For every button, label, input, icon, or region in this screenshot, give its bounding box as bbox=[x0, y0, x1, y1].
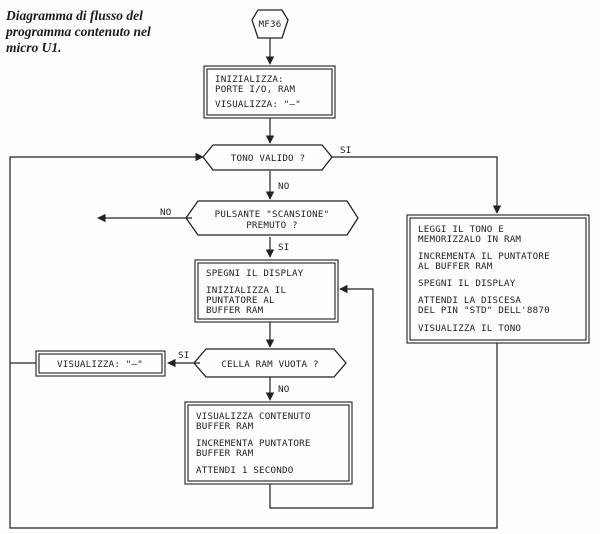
branch-label-yes: SI bbox=[340, 145, 351, 156]
show-buffer-process: VISUALIZZA CONTENUTO BUFFER RAM INCREMEN… bbox=[184, 401, 353, 485]
decision-label: PULSANTE "SCANSIONE" bbox=[215, 209, 330, 220]
process-line: BUFFER RAM bbox=[196, 421, 254, 432]
decision-hexagon bbox=[193, 348, 347, 378]
process-line: INCREMENTA IL PUNTATORE bbox=[418, 251, 550, 262]
scan-button-decision: PULSANTE "SCANSIONE" PREMUTO ? bbox=[185, 200, 359, 236]
init-process: INIZIALIZZA: PORTE I/O, RAM VISUALIZZA: … bbox=[203, 65, 336, 119]
tone-valid-decision: TONO VALIDO ? bbox=[202, 144, 333, 171]
process-line: SPEGNI IL DISPLAY bbox=[418, 278, 516, 289]
process-line: BUFFER RAM bbox=[196, 448, 254, 459]
process-line: ATTENDI LA DISCESA bbox=[418, 295, 521, 306]
process-box-inner bbox=[197, 262, 336, 320]
display-off-process: SPEGNI IL DISPLAY INIZIALIZZA IL PUNTATO… bbox=[194, 259, 339, 323]
connector bbox=[269, 284, 374, 509]
cell-empty-decision: CELLA RAM VUOTA ? bbox=[193, 348, 347, 378]
init-line: VISUALIZZA: "–" bbox=[215, 99, 301, 110]
process-line: INIZIALIZZA IL bbox=[206, 285, 287, 296]
branch-label-no: NO bbox=[278, 181, 289, 192]
figure-caption: Diagramma di flusso del programma conten… bbox=[6, 8, 186, 56]
caption-line: micro U1. bbox=[6, 40, 62, 55]
branch-label-yes: SI bbox=[178, 350, 189, 361]
start-label: MF36 bbox=[259, 19, 282, 30]
process-line: MEMORIZZALO IN RAM bbox=[418, 234, 521, 245]
decision-label: TONO VALIDO ? bbox=[231, 153, 306, 164]
init-box-outer bbox=[203, 65, 336, 119]
show-dash-process: VISUALIZZA: "–" bbox=[35, 350, 166, 377]
process-box-outer bbox=[194, 259, 339, 323]
connector bbox=[9, 152, 204, 363]
process-box-inner bbox=[187, 404, 350, 482]
process-line: BUFFER RAM bbox=[206, 305, 264, 316]
process-line: SPEGNI IL DISPLAY bbox=[206, 268, 304, 279]
caption-line: programma contenuto nel bbox=[6, 24, 151, 39]
process-box-outer bbox=[406, 214, 590, 344]
decision-label: CELLA RAM VUOTA ? bbox=[221, 359, 318, 370]
process-line: INCREMENTA PUNTATORE bbox=[196, 438, 311, 449]
process-line: VISUALIZZA CONTENUTO bbox=[196, 411, 311, 422]
process-line: VISUALIZZA IL TONO bbox=[418, 323, 521, 334]
init-line: PORTE I/O, RAM bbox=[215, 84, 296, 95]
read-tone-process: LEGGI IL TONO E MEMORIZZALO IN RAM INCRE… bbox=[406, 214, 590, 344]
caption-line: Diagramma di flusso del bbox=[6, 8, 143, 23]
process-line: DEL PIN "STD" DELL'8870 bbox=[418, 305, 550, 316]
process-line: ATTENDI 1 SECONDO bbox=[196, 465, 293, 476]
decision-hexagon bbox=[202, 144, 333, 171]
process-line: PUNTATORE AL bbox=[206, 295, 275, 306]
connector bbox=[332, 156, 502, 214]
decision-label: PREMUTO ? bbox=[246, 220, 298, 231]
process-line: VISUALIZZA: "–" bbox=[57, 359, 143, 370]
process-box-inner bbox=[409, 217, 587, 341]
init-line: INIZIALIZZA: bbox=[215, 74, 284, 85]
branch-label-no: NO bbox=[278, 384, 289, 395]
process-line: AL BUFFER RAM bbox=[418, 261, 493, 272]
init-box-inner bbox=[206, 68, 333, 116]
start-node: MF36 bbox=[251, 9, 289, 39]
process-box-outer bbox=[184, 401, 353, 485]
process-line: LEGGI IL TONO E bbox=[418, 224, 504, 235]
decision-hexagon bbox=[185, 200, 359, 236]
process-box-outer bbox=[35, 350, 166, 377]
connector bbox=[9, 343, 498, 529]
process-box-inner bbox=[38, 353, 163, 374]
branch-label-yes: SI bbox=[278, 242, 289, 253]
branch-label-no: NO bbox=[160, 207, 171, 218]
start-hexagon bbox=[251, 9, 289, 39]
